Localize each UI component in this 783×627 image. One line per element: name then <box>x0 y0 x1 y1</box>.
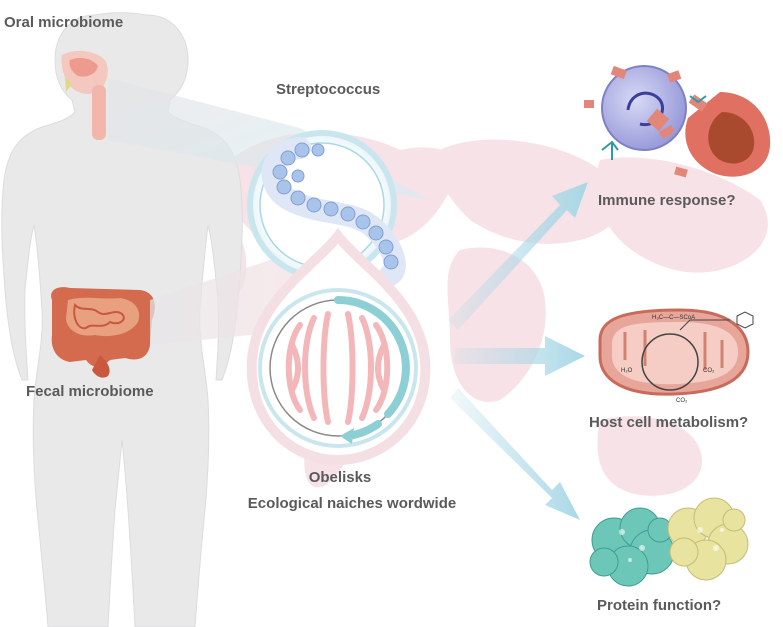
streptococcus-chain-icon <box>247 130 406 286</box>
co2-label-a: CO₂ <box>703 368 715 374</box>
mouth-icon <box>61 50 108 140</box>
immune-cell-icon <box>584 65 771 178</box>
protein-structure-icon <box>589 497 749 587</box>
immune-response-label: Immune response? <box>598 192 736 209</box>
co2-label-b: CO₂ <box>676 398 688 404</box>
h2o-label: H₂O <box>621 368 633 374</box>
intestine-icon <box>51 287 155 378</box>
protein-function-label: Protein function? <box>597 597 722 614</box>
ecological-niches-label: Ecological naiches wordwide <box>247 495 457 512</box>
arrow-to-immune <box>448 182 588 330</box>
mitochondrion-icon: H₃C—C—SCoA CO₂ CO₂ H₂O <box>598 308 754 404</box>
obelisk-circle-icon <box>246 227 431 466</box>
acetyl-coa-label: H₃C—C—SCoA <box>652 315 695 321</box>
streptococcus-label: Streptococcus <box>276 81 381 98</box>
fecal-microbiome-label: Fecal microbiome <box>26 383 154 400</box>
arrow-to-protein <box>450 388 580 520</box>
arrow-to-metabolism <box>455 336 585 376</box>
obelisks-label: Obelisks <box>308 469 372 486</box>
oral-microbiome-label: Oral microbiome <box>4 14 124 31</box>
host-metabolism-label: Host cell metabolism? <box>589 414 749 431</box>
